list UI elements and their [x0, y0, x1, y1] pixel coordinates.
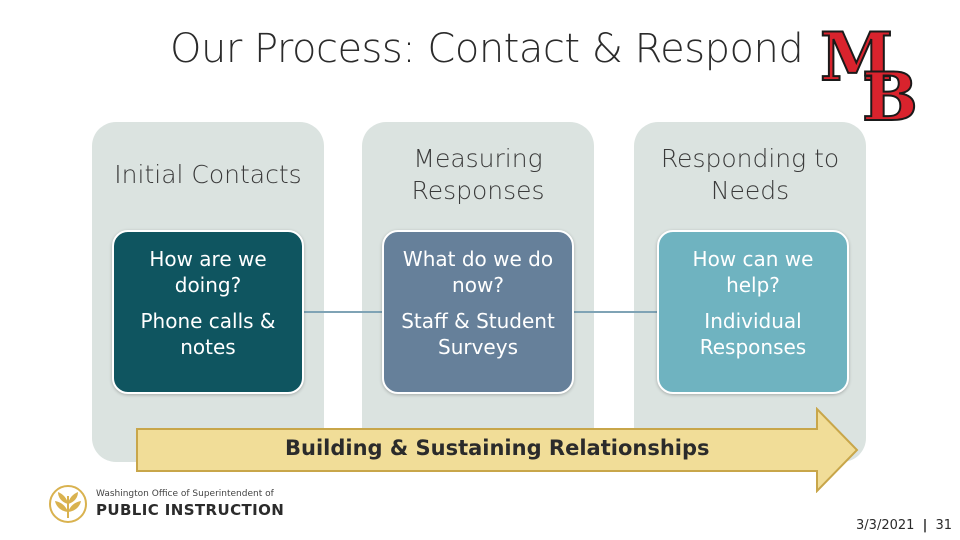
- footer-separator: |: [922, 518, 928, 533]
- column-heading: Measuring Responses: [411, 144, 545, 205]
- ospi-title: PUBLIC INSTRUCTION: [96, 501, 285, 519]
- arrow-label: Building & Sustaining Relationships: [285, 436, 710, 460]
- wheat-emblem-icon: [49, 485, 87, 523]
- box-measuring-responses: What do we do now? Staff & Student Surve…: [382, 230, 574, 394]
- ospi-logo: Washington Office of Superintendent of P…: [48, 484, 284, 524]
- svg-text:M: M: [820, 20, 893, 96]
- box-answer: Staff & Student Surveys: [401, 309, 555, 359]
- footer-page-number: 31: [935, 518, 952, 533]
- mb-logo: M B: [819, 20, 919, 124]
- box-question: What do we do now?: [402, 247, 554, 297]
- slide-title: Our Process: Contact & Respond: [170, 26, 804, 72]
- connector-line: [304, 311, 384, 313]
- box-responding-to-needs: How can we help? Individual Responses: [657, 230, 849, 394]
- relationships-arrow: [136, 407, 859, 493]
- connector-line: [574, 311, 658, 313]
- column-heading: Initial Contacts: [114, 159, 302, 189]
- box-question: How can we help?: [692, 247, 814, 297]
- box-answer: Phone calls & notes: [140, 309, 276, 359]
- box-question: How are we doing?: [149, 247, 267, 297]
- box-answer: Individual Responses: [699, 309, 807, 359]
- svg-text:B: B: [862, 58, 918, 124]
- ospi-subtitle: Washington Office of Superintendent of: [96, 489, 274, 499]
- box-initial-contacts: How are we doing? Phone calls & notes: [112, 230, 304, 394]
- column-heading: Responding to Needs: [660, 144, 840, 205]
- slide-footer: 3/3/2021 | 31: [856, 518, 952, 533]
- footer-date: 3/3/2021: [856, 518, 915, 533]
